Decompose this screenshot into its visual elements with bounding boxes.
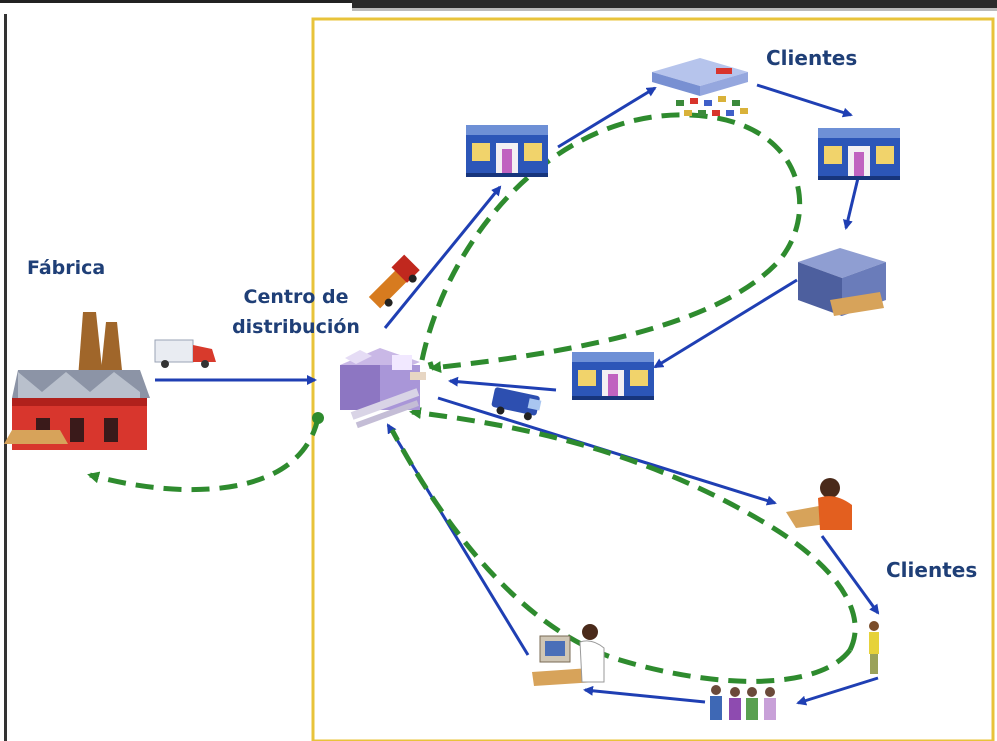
van-icon: [491, 387, 542, 421]
truck-icon: [154, 339, 216, 368]
factory-icon: [4, 312, 150, 450]
standing-person-icon: [869, 621, 879, 674]
distribution-center-label-line2: distribución: [232, 316, 360, 338]
return-flows: [87, 112, 858, 684]
clients-bottom-label: Clientes: [886, 558, 978, 582]
computer-user-icon: [532, 624, 605, 686]
warehouse-server-icon: [652, 58, 748, 116]
tow-truck-icon: [368, 254, 420, 309]
clients-top-label: Clientes: [766, 46, 858, 70]
left-border: [4, 14, 7, 741]
distribution-center-icon: [340, 348, 426, 429]
customer-phone-icon: [786, 478, 852, 530]
window-top-bar: [0, 0, 997, 14]
distribution-center-label: Centro de distribución: [226, 282, 366, 342]
factory-label: Fábrica: [27, 257, 106, 279]
store-icon: [572, 352, 654, 400]
return-origin-dot: [312, 412, 324, 424]
distribution-center-label-line1: Centro de: [243, 286, 349, 308]
stacked-pallet-icon: [798, 248, 886, 316]
people-group-icon: [710, 685, 776, 720]
store-icon: [466, 125, 548, 177]
store-icon: [818, 128, 900, 180]
